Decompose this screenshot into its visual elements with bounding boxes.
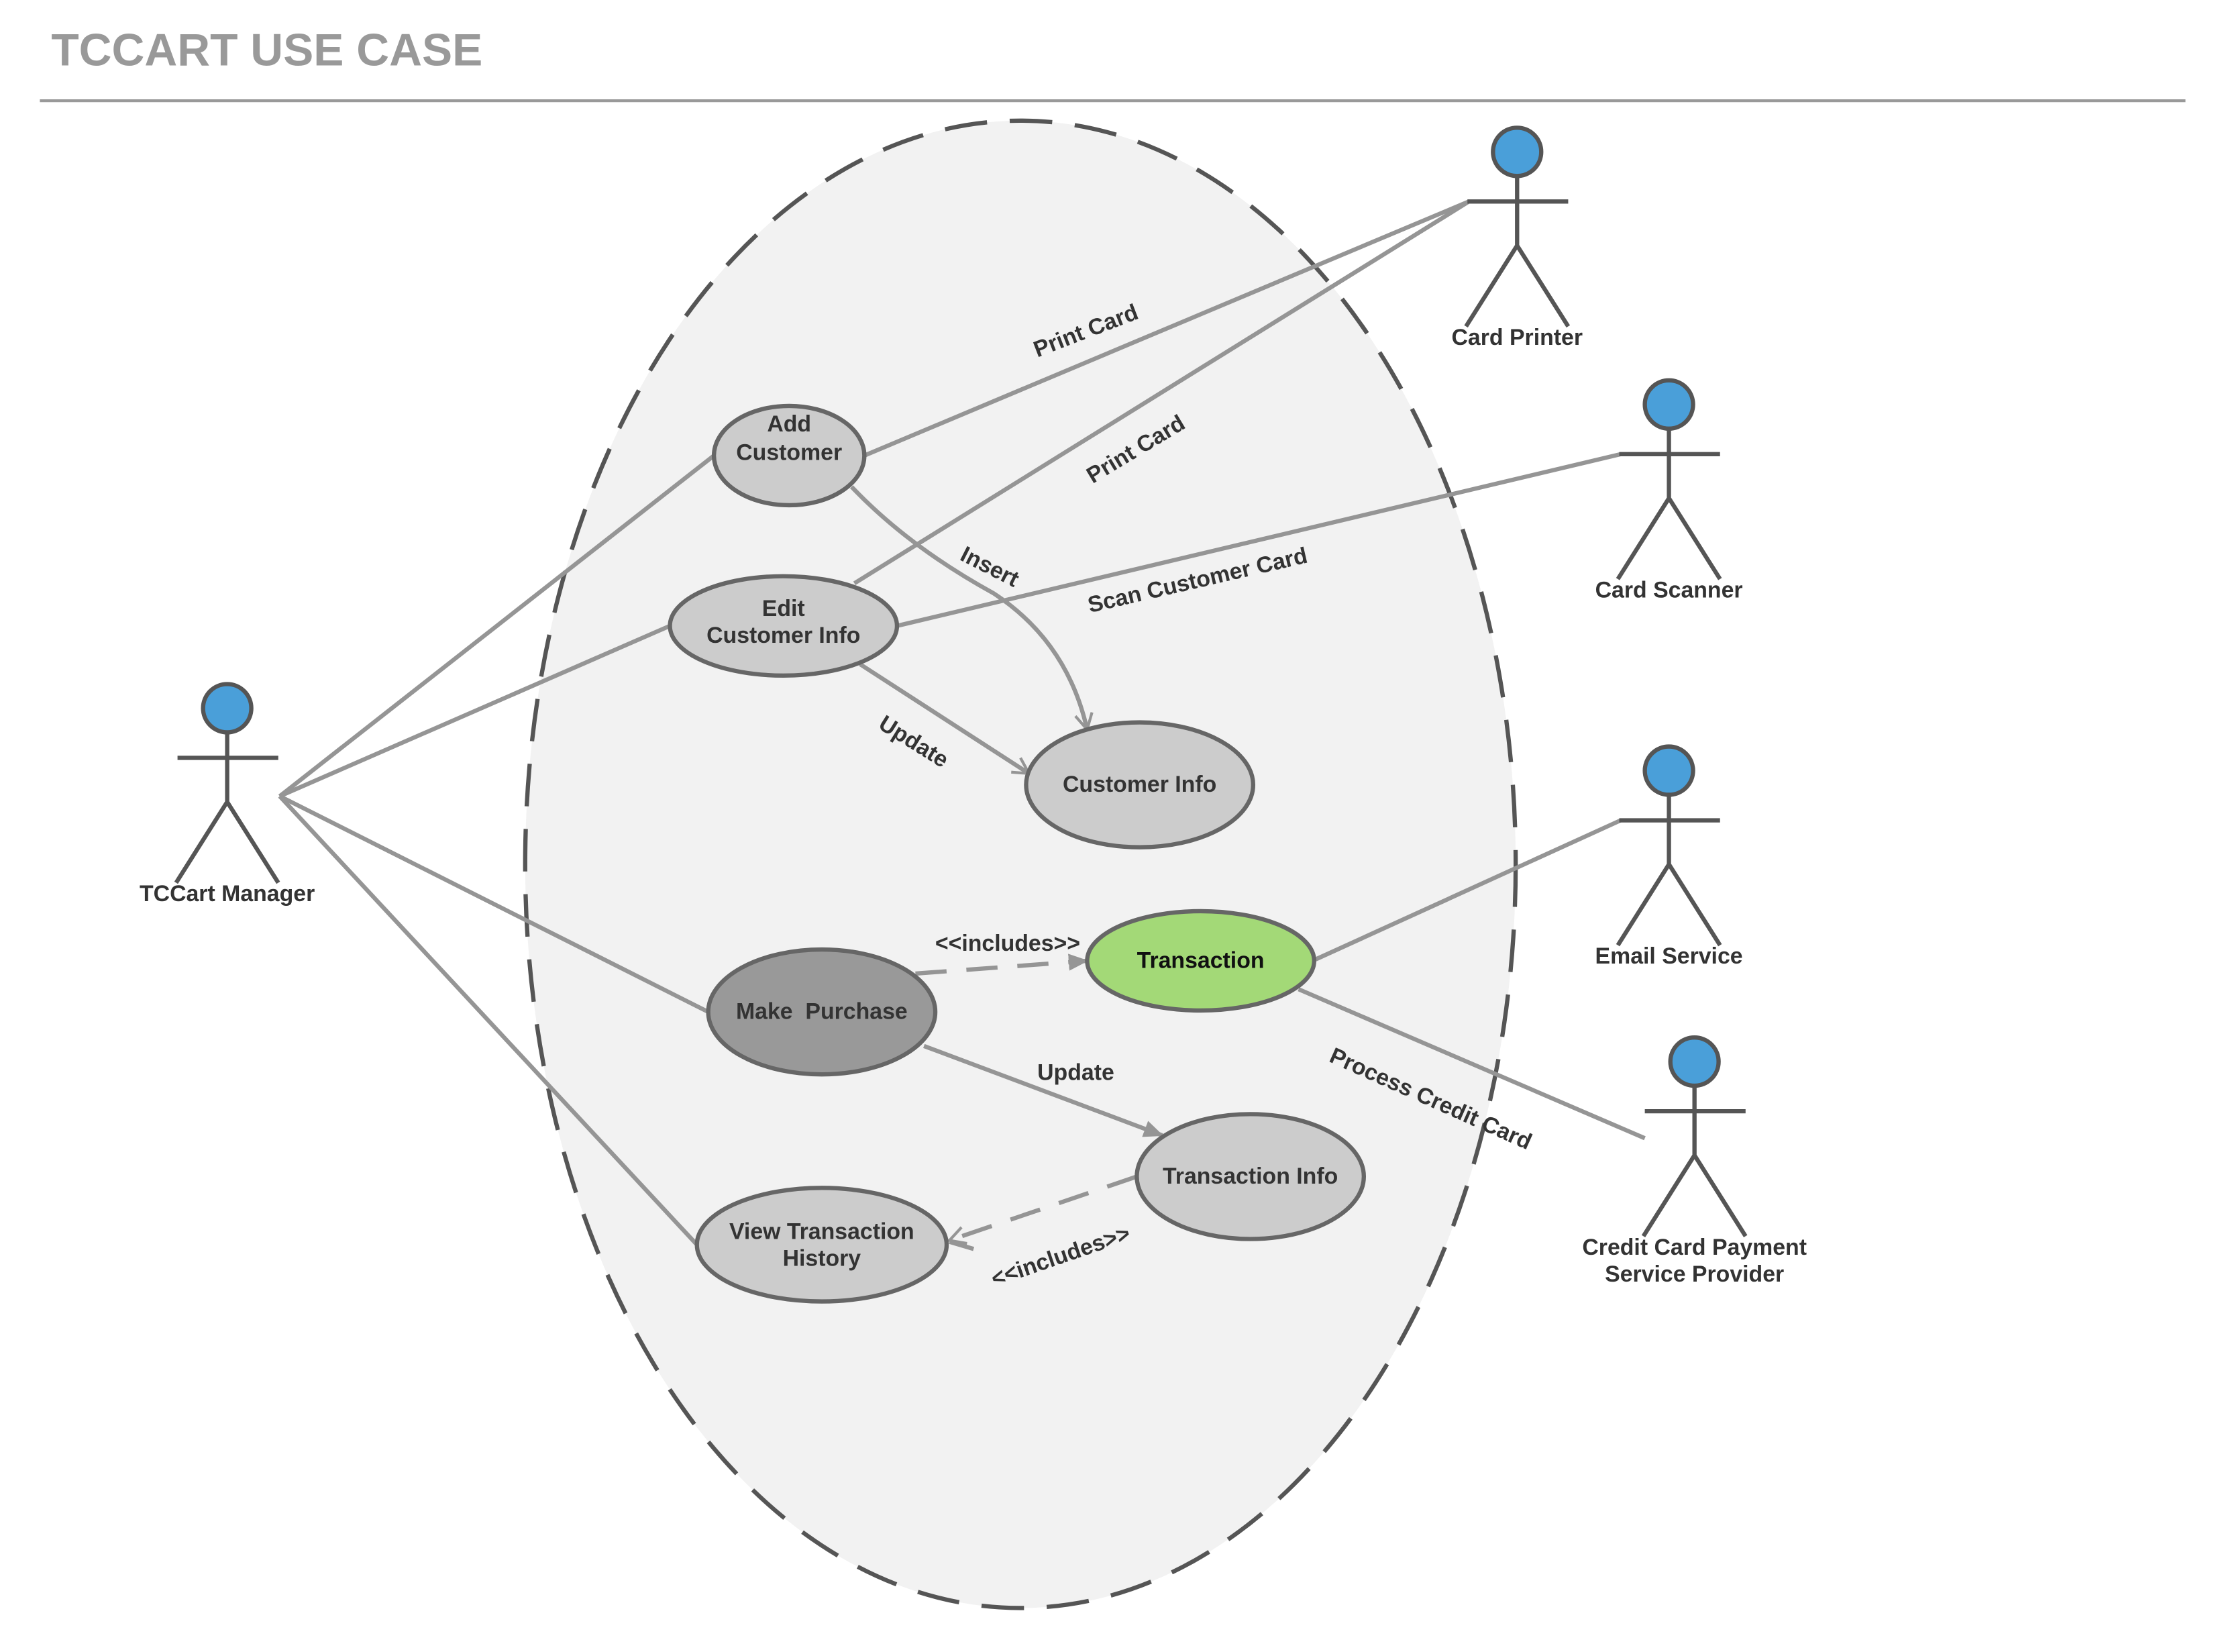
use-case-view-transaction-history[interactable]: View Transaction History <box>694 1186 949 1304</box>
actor-payment-body <box>1641 1086 1748 1237</box>
line-manager-edit-customer <box>278 623 671 798</box>
use-case-transaction-info[interactable]: Transaction Info <box>1135 1112 1367 1241</box>
line-edit-customer-scanner <box>896 452 1622 628</box>
use-case-make-purchase-shape[interactable] <box>706 947 938 1077</box>
actor-scanner-head <box>1642 378 1695 431</box>
actor-card-printer[interactable]: Card Printer <box>1452 125 1583 350</box>
page-title: TCCART USE CASE <box>51 25 482 75</box>
actor-manager-label: TCCart Manager <box>140 881 315 907</box>
actor-card-scanner[interactable]: Card Scanner <box>1595 378 1743 603</box>
actor-printer-head <box>1491 125 1544 178</box>
use-case-view-history-label-1: View Transaction <box>729 1219 914 1245</box>
arrow-update-customer-info <box>859 662 1029 776</box>
actor-printer-body <box>1464 176 1571 328</box>
use-case-customer-info-shape[interactable] <box>1024 720 1256 849</box>
arrow-includes-history <box>949 1174 1138 1240</box>
line-manager-add-customer <box>278 454 716 798</box>
actor-credit-card-payment-provider[interactable]: Credit Card Payment Service Provider <box>1582 1035 1807 1287</box>
system-boundary <box>523 118 1518 1610</box>
actor-scanner-label: Card Scanner <box>1595 577 1743 603</box>
use-case-edit-customer-info[interactable]: Edit Customer Info <box>668 574 900 678</box>
actor-email-head <box>1642 744 1695 797</box>
actor-payment-label-2: Service Provider <box>1605 1261 1784 1287</box>
use-case-transaction-info-label: Transaction Info <box>1163 1164 1338 1189</box>
use-case-edit-customer-info-label-2: Customer Info <box>706 623 860 648</box>
actor-printer-label: Card Printer <box>1452 325 1583 350</box>
actor-payment-label-1: Credit Card Payment <box>1582 1235 1807 1260</box>
line-manager-view-history <box>278 794 699 1247</box>
actor-email-label: Email Service <box>1595 943 1743 969</box>
use-case-add-customer-label-1: Add <box>767 411 811 437</box>
use-case-add-customer-label-2: Customer <box>736 440 842 465</box>
line-add-customer-printer <box>863 199 1470 458</box>
actor-scanner-body <box>1616 428 1722 580</box>
actor-payment-head <box>1668 1035 1721 1088</box>
arrow-includes-transaction <box>915 953 1089 976</box>
use-case-view-transaction-history-shape[interactable] <box>694 1186 949 1304</box>
use-case-transaction[interactable]: Transaction <box>1085 909 1316 1013</box>
actor-tccart-manager[interactable]: TCCart Manager <box>140 682 315 907</box>
line-transaction-payment <box>1298 987 1646 1141</box>
use-case-make-purchase-label: Make Purchase <box>736 999 908 1025</box>
arrow-includes-history-tail <box>949 1239 975 1251</box>
associations <box>278 199 1646 1251</box>
arrow-insert-customer-info <box>849 485 1087 729</box>
use-case-customer-info[interactable]: Customer Info <box>1024 720 1256 849</box>
actor-email-service[interactable]: Email Service <box>1595 744 1743 970</box>
actor-manager-body <box>174 732 280 884</box>
use-case-add-customer[interactable]: Add Customer <box>711 403 867 508</box>
use-case-make-purchase[interactable]: Make Purchase <box>706 947 938 1077</box>
label-update-transaction: Update <box>1037 1060 1114 1086</box>
use-case-add-customer-shape[interactable] <box>711 403 867 508</box>
use-case-transaction-shape[interactable] <box>1085 909 1316 1013</box>
line-edit-customer-printer <box>853 199 1471 586</box>
use-case-transaction-info-shape[interactable] <box>1135 1112 1367 1241</box>
line-manager-make-purchase <box>278 794 710 1014</box>
use-case-edit-customer-info-label-1: Edit <box>762 596 805 621</box>
use-case-customer-info-label: Customer Info <box>1063 772 1216 797</box>
label-includes-transaction: <<includes>> <box>935 931 1080 956</box>
actor-manager-head <box>201 682 254 735</box>
arrow-update-transaction-info <box>923 1043 1164 1138</box>
line-transaction-email <box>1314 818 1622 962</box>
use-case-transaction-label: Transaction <box>1137 948 1265 974</box>
actor-email-body <box>1616 794 1722 947</box>
use-case-view-history-label-2: History <box>783 1246 861 1272</box>
use-case-edit-customer-info-shape[interactable] <box>668 574 900 678</box>
